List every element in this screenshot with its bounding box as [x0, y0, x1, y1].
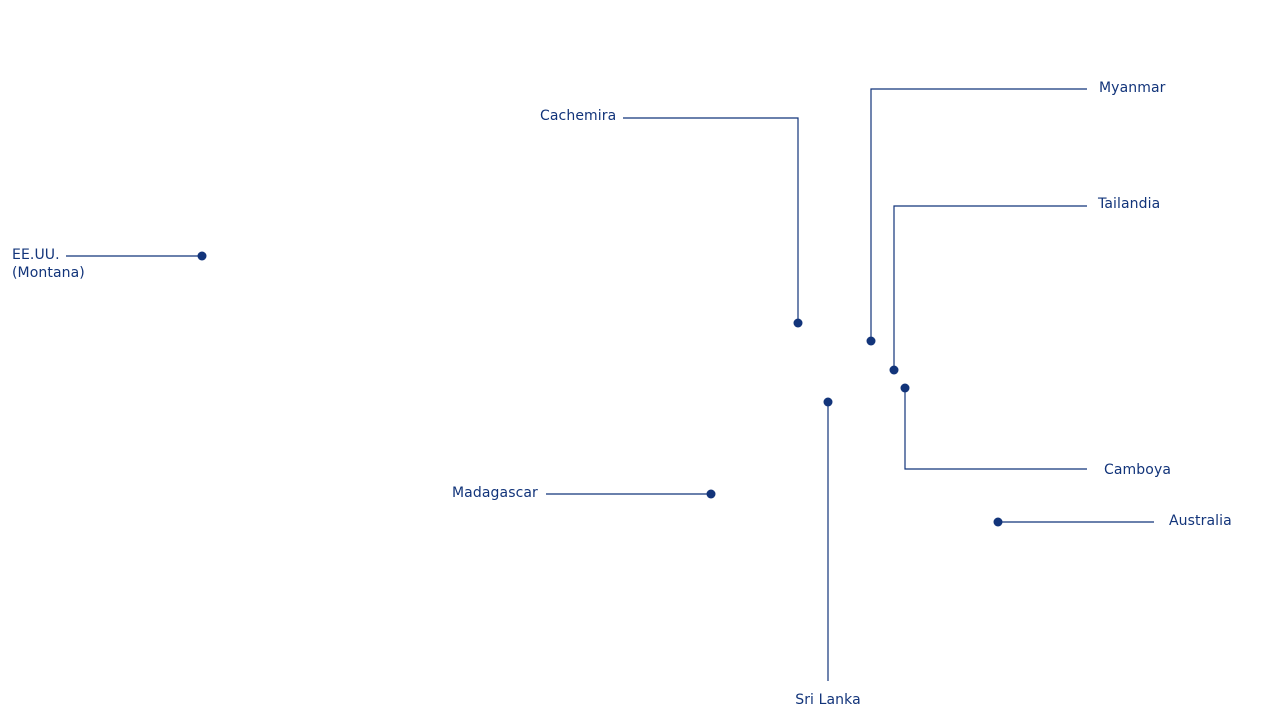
- location-cambodia[interactable]: Camboya: [900, 383, 1172, 479]
- marker-dot-usa[interactable]: [197, 251, 207, 261]
- location-thailand[interactable]: Tailandia: [889, 196, 1161, 375]
- leader-line-cambodia: [904, 388, 1087, 470]
- marker-dot-thailand[interactable]: [889, 365, 899, 375]
- marker-dot-madagascar[interactable]: [706, 489, 716, 499]
- location-australia[interactable]: Australia: [993, 513, 1232, 529]
- label-australia: Australia: [1169, 513, 1232, 529]
- label-usa-line1: EE.UU.: [12, 247, 60, 263]
- marker-dot-sri-lanka[interactable]: [823, 397, 833, 407]
- label-usa-line2: (Montana): [12, 265, 85, 281]
- label-kashmir: Cachemira: [540, 108, 616, 124]
- label-myanmar: Myanmar: [1099, 80, 1166, 96]
- label-thailand: Tailandia: [1097, 196, 1160, 212]
- label-usa: EE.UU. (Montana): [12, 247, 85, 281]
- location-kashmir[interactable]: Cachemira: [540, 108, 803, 328]
- location-sri-lanka[interactable]: Sri Lanka: [795, 397, 861, 709]
- location-madagascar[interactable]: Madagascar: [452, 485, 716, 501]
- marker-dot-cambodia[interactable]: [900, 383, 910, 393]
- marker-dot-australia[interactable]: [993, 517, 1003, 527]
- label-cambodia: Camboya: [1104, 462, 1171, 478]
- label-madagascar: Madagascar: [452, 485, 538, 501]
- marker-dot-kashmir[interactable]: [793, 318, 803, 328]
- label-sri-lanka: Sri Lanka: [795, 692, 861, 708]
- location-usa[interactable]: EE.UU. (Montana): [12, 247, 207, 281]
- leader-line-thailand: [893, 205, 1087, 370]
- marker-dot-myanmar[interactable]: [866, 336, 876, 346]
- leader-line-myanmar: [870, 88, 1087, 341]
- location-myanmar[interactable]: Myanmar: [866, 80, 1166, 346]
- leader-line-kashmir: [623, 117, 799, 323]
